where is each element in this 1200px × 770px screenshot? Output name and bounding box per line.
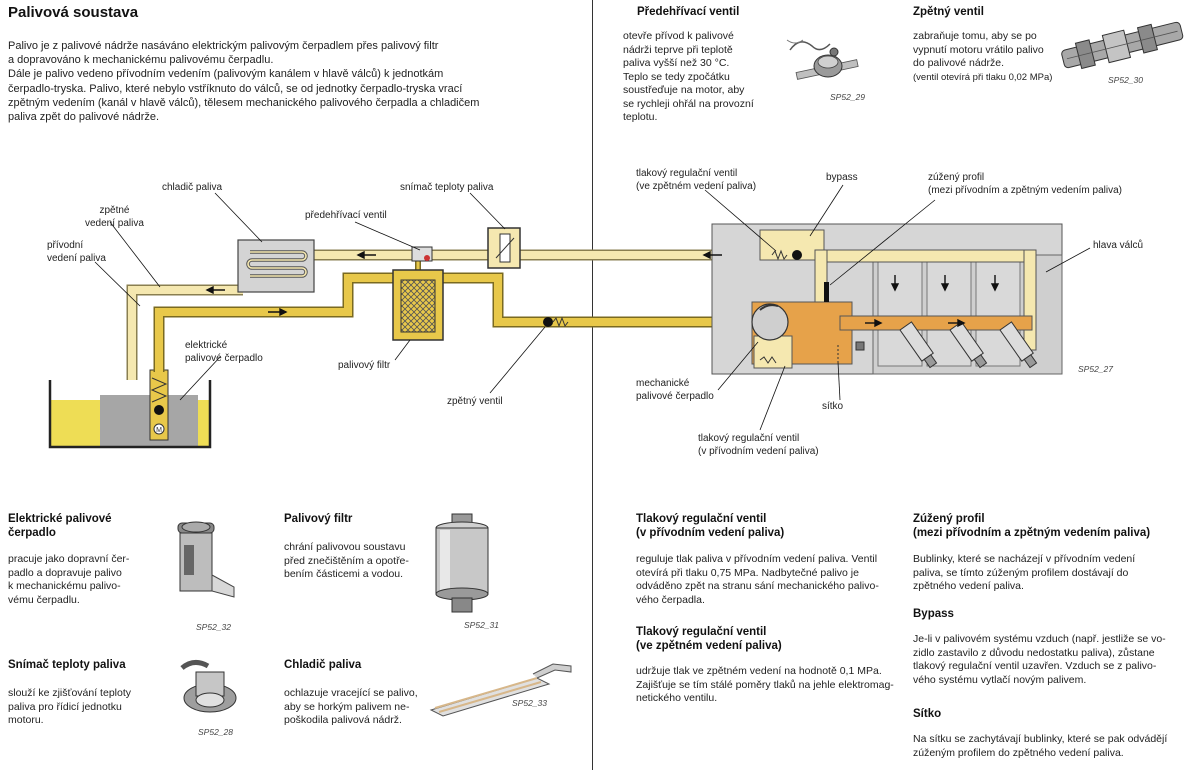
reg-supply-text: reguluje tlak paliva v přívodním vedení … <box>636 553 879 606</box>
check-valve-image <box>1061 21 1184 70</box>
label-cooler: chladič paliva <box>162 182 223 193</box>
preheat-valve-title: Předehřívací ventil <box>637 6 740 18</box>
head-return-channel <box>759 229 1037 351</box>
label-supply-line: přívodní vedení paliva <box>47 240 106 264</box>
label-bypass: bypass <box>826 172 858 183</box>
filter-code: SP52_31 <box>464 620 499 630</box>
reg-return-title: Tlakový regulační ventil (ve zpětném ved… <box>636 626 782 652</box>
reg-return-text: udržuje tlak ve zpětném vedení na hodnot… <box>636 665 894 704</box>
intro-paragraph: Palivo je z palivové nádrže nasáváno ele… <box>8 40 480 124</box>
cooler-text: ochlazuje vracející se palivo, aby se ho… <box>284 687 418 726</box>
check-valve-code: SP52_30 <box>1108 75 1143 85</box>
check-valve-text: zabraňuje tomu, aby se po vypnutí motoru… <box>913 30 1053 83</box>
label-mech-pump: mechanické palivové čerpadlo <box>636 378 714 402</box>
mechanical-pump-body <box>751 282 1033 369</box>
unit-injectors <box>899 321 1038 369</box>
sensor-image <box>180 660 237 713</box>
cooler-code: SP52_33 <box>512 698 547 708</box>
label-reg-return: tlakový regulační ventil (ve zpětném ved… <box>636 168 757 192</box>
page-divider <box>592 0 593 770</box>
label-cylinder-head: hlava válců <box>1093 240 1144 251</box>
reg-supply-title: Tlakový regulační ventil (v přívodním ve… <box>636 513 785 539</box>
label-check-valve: zpětný ventil <box>447 396 503 407</box>
cooler-title: Chladič paliva <box>284 659 362 671</box>
page-title: Palivová soustava <box>8 4 139 21</box>
check-valve <box>543 316 569 328</box>
electric-pump-code: SP52_32 <box>196 622 231 632</box>
cooler-image <box>429 663 572 717</box>
label-restriction: zúžený profil (mezi přívodním a zpětným … <box>928 172 1122 196</box>
temp-sensor <box>487 227 521 269</box>
restriction-text: Bublinky, které se nacházejí v přívodním… <box>913 553 1136 592</box>
fuel-tank <box>48 380 212 449</box>
label-temp-sensor: snímač teploty paliva <box>400 182 494 193</box>
fuel-cooler <box>237 239 315 293</box>
restriction-title: Zúžený profil (mezi přívodním a zpětným … <box>913 513 1151 539</box>
label-filter: palivový filtr <box>338 360 391 371</box>
filter-title: Palivový filtr <box>284 513 353 525</box>
preheat-valve-code: SP52_29 <box>830 92 865 102</box>
sensor-code: SP52_28 <box>198 727 233 737</box>
leader-lines <box>94 184 1091 431</box>
preheat-valve-text: otevře přívod k palivové nádrži teprve p… <box>623 30 754 123</box>
svg-text:M: M <box>156 427 162 434</box>
electric-pump-image <box>177 521 235 598</box>
fuel-system-diagram: M <box>48 184 1091 449</box>
check-valve-title: Zpětný ventil <box>913 6 984 18</box>
sensor-title: Snímač teploty paliva <box>8 659 126 671</box>
supply-line <box>153 272 745 372</box>
label-preheat-valve: předehřívací ventil <box>305 210 387 221</box>
filter-text: chrání palivovou soustavu před znečištěn… <box>284 541 409 580</box>
diagram-code: SP52_27 <box>1078 364 1113 374</box>
sensor-text: slouží ke zjišťování teploty paliva pro … <box>8 687 131 726</box>
strainer-text: Na sítku se zachytávají bublinky, které … <box>913 733 1168 759</box>
label-strainer: sítko <box>822 401 844 412</box>
label-reg-supply: tlakový regulační ventil (v přívodním ve… <box>698 433 819 457</box>
fuel-filter <box>392 269 444 341</box>
preheat-valve-image <box>786 39 859 80</box>
filter-image <box>435 513 489 613</box>
bypass-text: Je-li v palivovém systému vzduch (např. … <box>913 633 1166 686</box>
electric-pump-text: pracuje jako dopravní čer- padlo a dopra… <box>8 553 130 606</box>
strainer-title: Sítko <box>913 708 942 720</box>
bypass-title: Bypass <box>913 608 954 620</box>
label-return-line: zpětné vedení paliva <box>85 205 144 229</box>
flow-arrows <box>205 250 1000 328</box>
label-electric-pump: elektrické palivové čerpadlo <box>185 340 263 364</box>
electric-pump-title: Elektrické palivové čerpadlo <box>8 513 112 539</box>
electric-fuel-pump: M <box>149 369 169 441</box>
